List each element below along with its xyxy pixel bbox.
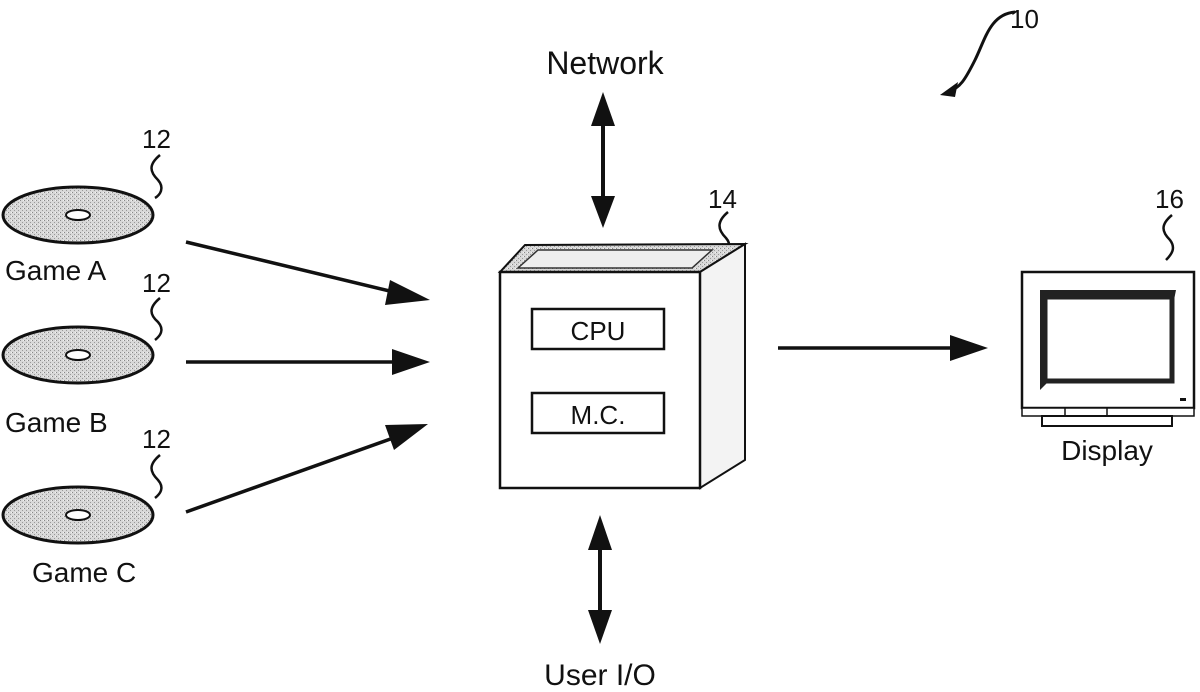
game-c-arrow [186,424,428,512]
system-ref-number: 10 [1010,4,1039,34]
game-a-arrow [186,242,430,305]
user-io-label: User I/O [544,659,656,692]
display-monitor: 16 Display [1022,184,1194,466]
game-b-arrow [186,349,430,375]
game-c-ref: 12 [142,424,171,454]
user-io-arrow [588,515,612,644]
game-disc-c: Game C 12 [3,424,171,588]
game-a-label: Game A [5,255,106,286]
game-b-ref: 12 [142,268,171,298]
network-label: Network [546,45,664,81]
computer-unit: 14 CPU M.C. [500,184,745,488]
display-label: Display [1061,435,1153,466]
computer-ref: 14 [708,184,737,214]
display-arrow [778,335,988,361]
mc-label: M.C. [571,400,626,430]
cpu-label: CPU [571,316,626,346]
display-ref: 16 [1155,184,1184,214]
arrowhead-icon [940,82,958,97]
game-disc-b: Game B 12 [3,268,171,438]
system-reference: 10 [940,4,1039,97]
system-ref-leader [948,12,1015,92]
game-c-label: Game C [32,557,136,588]
game-b-label: Game B [5,407,108,438]
network-arrow [591,92,615,228]
game-disc-a: Game A 12 [3,124,171,286]
game-a-ref: 12 [142,124,171,154]
